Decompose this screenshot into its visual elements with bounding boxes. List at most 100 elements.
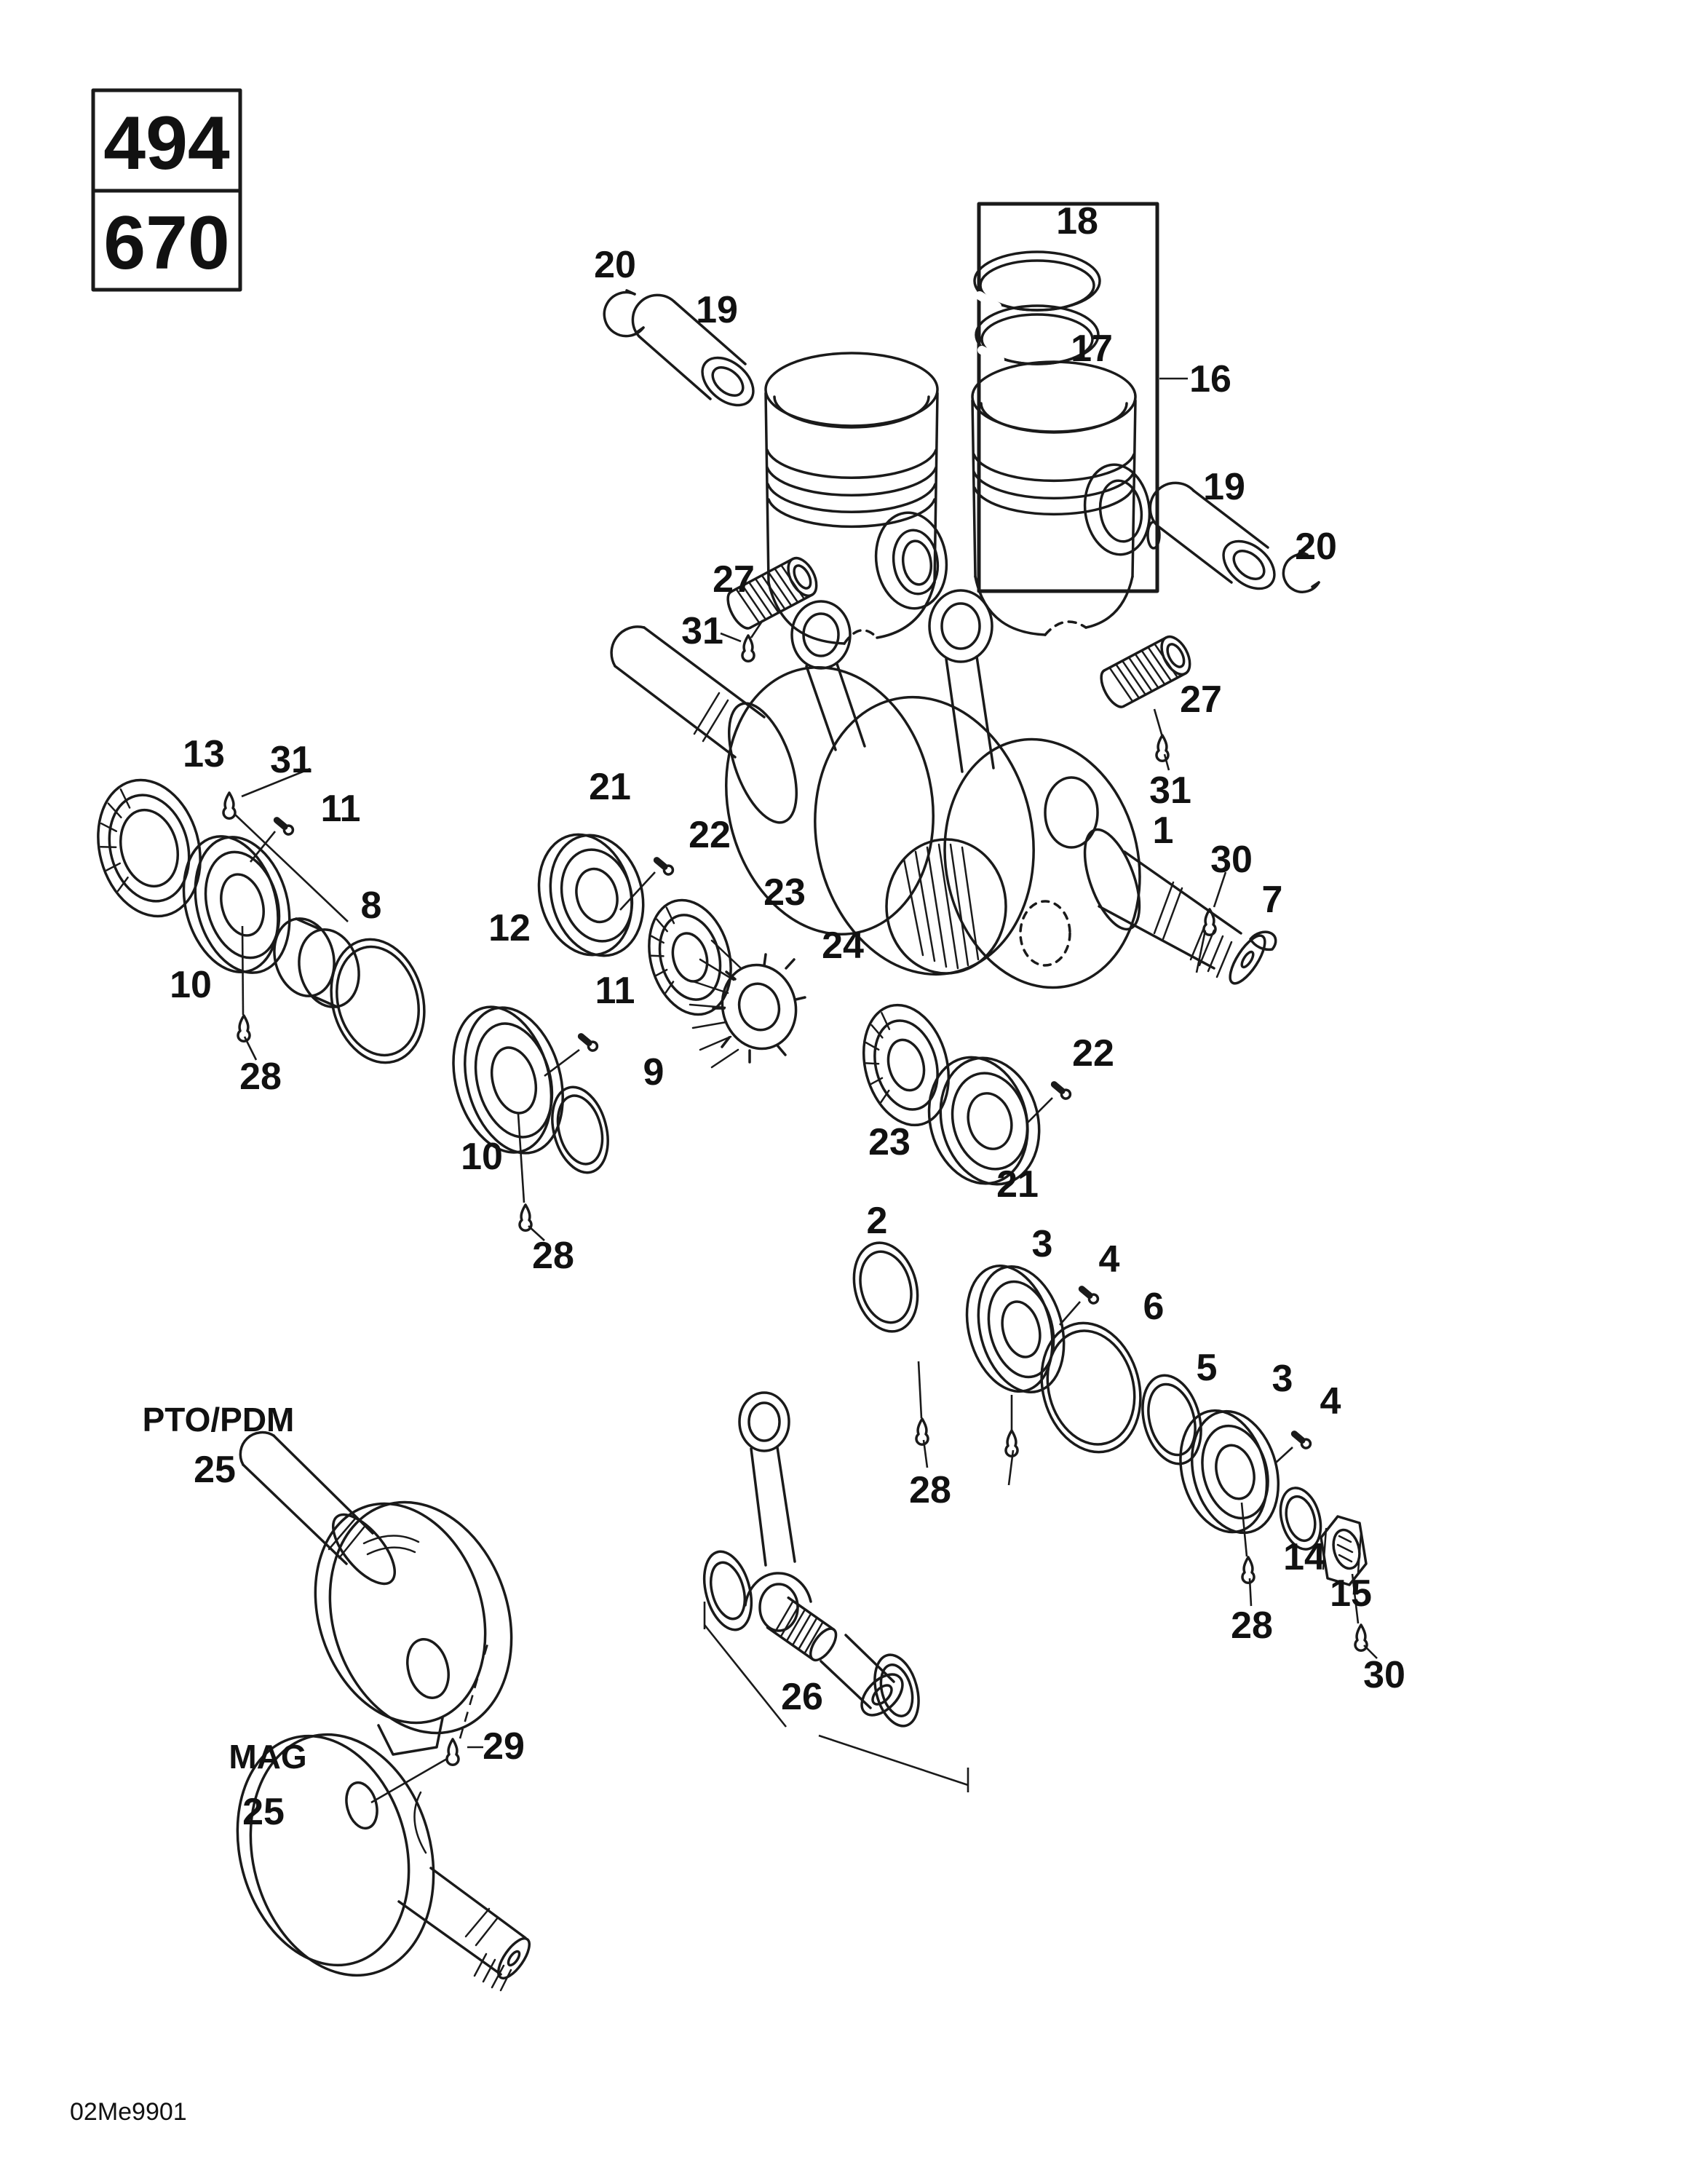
o-ring-6 [1040, 1321, 1142, 1454]
dowel-pin-clip [222, 791, 237, 820]
part-number-label: 17 [1071, 328, 1113, 370]
part-number-label: 14 [1283, 1536, 1325, 1578]
set-screw [273, 817, 295, 836]
connecting-rod-right [928, 589, 995, 773]
part-number-label: 23 [868, 1121, 911, 1163]
o-ring-12 [330, 938, 426, 1064]
set-screws [273, 817, 1312, 1449]
part-number-label: 18 [1056, 200, 1098, 242]
model-badges: 494 670 [91, 88, 242, 292]
part-number-label: 30 [1210, 839, 1253, 881]
set-screw [1050, 1081, 1072, 1100]
dowel-pin-clip [237, 1014, 251, 1042]
part-number-label: 27 [1180, 678, 1222, 721]
part-number-label: 5 [1197, 1347, 1218, 1389]
dowel-pin-clip [1202, 908, 1217, 936]
oil-seal-13 [97, 778, 202, 918]
part-number-label: 1 [1153, 810, 1174, 852]
dowel-pins [222, 634, 1368, 1766]
part-number-label: 31 [270, 739, 312, 781]
sheet-code: 02Me9901 [70, 2098, 187, 2126]
part-number-label: 21 [589, 766, 631, 808]
dowel-pin-clip [1004, 1429, 1019, 1457]
dowel-pin-clip [1241, 1556, 1255, 1584]
part-number-label: 6 [1143, 1286, 1165, 1328]
mag-crank-half [236, 1733, 531, 1992]
model-badge-box-670 [91, 189, 242, 292]
dowel-pin-clip [518, 1203, 533, 1232]
part-number-label: 30 [1363, 1654, 1405, 1696]
spacer-sleeve-8 [273, 917, 360, 1008]
circlip-right [1282, 550, 1320, 593]
part-number-label: 10 [461, 1136, 503, 1178]
part-number-label: 25 [242, 1791, 285, 1833]
piston-right [971, 360, 1161, 636]
roller-bearing-23b [862, 1003, 951, 1127]
part-number-label: 22 [1072, 1032, 1114, 1075]
wrist-pin-right [1149, 481, 1276, 590]
part-number-label: 9 [643, 1051, 665, 1093]
part-number-label: 3 [1032, 1223, 1053, 1265]
connecting-rod-left [790, 600, 866, 751]
shim-9 [551, 1085, 609, 1174]
washer-14 [1279, 1487, 1322, 1551]
circlip-left [603, 289, 645, 338]
part-number-label: 4 [1099, 1238, 1120, 1281]
part-number-label: 7 [1262, 879, 1283, 921]
pto-crank-half [239, 1431, 513, 1756]
set-screw [1290, 1431, 1312, 1449]
piston-box [977, 202, 1159, 593]
part-number-label: 29 [483, 1725, 525, 1768]
part-number-label: 2 [867, 1200, 888, 1242]
crankshaft-center [610, 589, 1266, 989]
rod-washer-right [873, 1653, 920, 1728]
part-number-label: 12 [488, 907, 531, 949]
part-number-label: 31 [1149, 769, 1191, 812]
part-number-label: 31 [681, 610, 723, 652]
dowel-pin-clip [741, 634, 755, 662]
gear-24 [689, 939, 806, 1069]
part-number-label: 28 [1231, 1605, 1273, 1647]
part-number-label: 21 [996, 1163, 1039, 1206]
part-number-label: 19 [1203, 466, 1245, 508]
roller-bearing-23a [648, 898, 732, 1016]
set-screw [577, 1033, 599, 1052]
part-number-label: 20 [594, 244, 636, 286]
needle-bearing-right [1100, 635, 1191, 708]
model-badge-label: 494 [103, 101, 230, 186]
piston-rings [973, 250, 1101, 365]
part-number-label: 3 [1272, 1358, 1293, 1400]
part-number-label: 25 [194, 1449, 236, 1491]
dowel-pin-clip [915, 1417, 929, 1446]
part-number-label: 27 [713, 558, 755, 601]
ball-bearing-10a [182, 835, 291, 974]
bearings-and-seals [97, 778, 1322, 1728]
part-number-label: 22 [689, 814, 731, 856]
dowel-pin-clip [1354, 1623, 1368, 1652]
part-number-label: 19 [696, 289, 738, 331]
caption-pto: PTO/PDM [143, 1401, 295, 1439]
part-number-label: 23 [763, 871, 806, 914]
rod-washer-left [702, 1550, 753, 1631]
part-number-label: 28 [532, 1235, 574, 1277]
part-number-label: 26 [781, 1676, 823, 1718]
needle-bearing-left [726, 556, 818, 630]
part-number-label: 28 [909, 1469, 951, 1511]
part-number-label: 13 [183, 733, 225, 775]
dowel-pin-clip [445, 1738, 460, 1766]
ball-bearing-21b [927, 1056, 1041, 1186]
part-number-label: 10 [170, 964, 212, 1006]
ball-bearing-10b [452, 1005, 564, 1155]
part-number-label: 11 [595, 970, 635, 1012]
ball-bearing-3b [1179, 1409, 1280, 1535]
ball-bearing-21a [537, 833, 645, 957]
woodruff-key [1249, 930, 1277, 951]
ball-bearing-3a [965, 1265, 1066, 1393]
part-number-label: 4 [1320, 1380, 1341, 1423]
part-number-label: 11 [321, 788, 361, 830]
set-screw [653, 857, 675, 876]
labyrinth-seal-2 [852, 1241, 919, 1333]
connecting-rod-kit [738, 1391, 904, 1717]
